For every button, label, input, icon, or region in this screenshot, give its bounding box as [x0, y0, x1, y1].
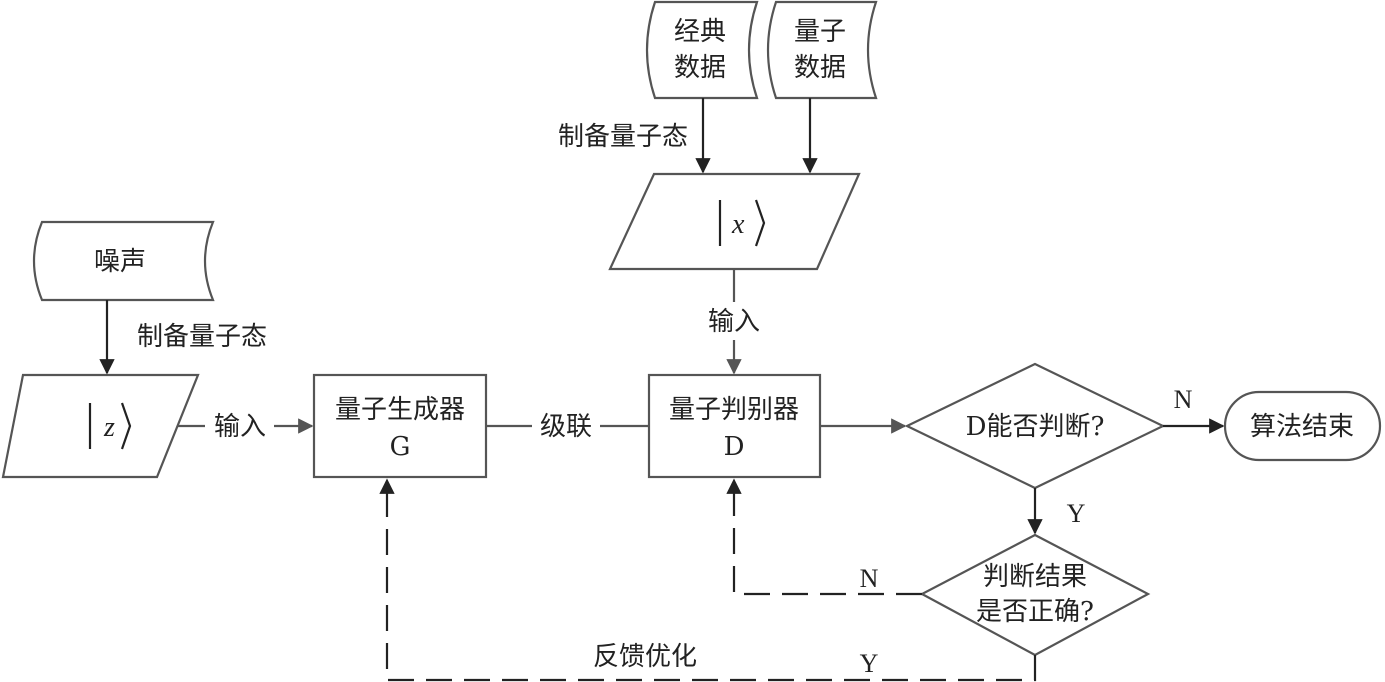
cascade-label: 级联: [540, 412, 592, 442]
decision-correct-node: 判断结果 是否正确?: [919, 533, 1151, 657]
y-down-label: Y: [1067, 499, 1086, 528]
generator-label: 量子生成器: [335, 395, 465, 425]
noise-data-node: 噪声: [32, 220, 215, 302]
input-top-label: 输入: [708, 307, 760, 337]
ket-x-node: x: [608, 172, 861, 271]
n-to-end-label: N: [1174, 385, 1193, 414]
discriminator-label: 量子判别器: [669, 395, 799, 425]
classical-data-label-line1: 经典: [674, 17, 726, 47]
classical-data-node: 经典 数据: [645, 0, 759, 100]
n-back-label: N: [860, 564, 879, 593]
algorithm-end-node: 算法结束: [1223, 390, 1382, 462]
y-back-label: Y: [860, 649, 879, 678]
ket-x-variable: x: [731, 209, 745, 240]
feedback-n-to-discriminator-dashed-arrow: [726, 478, 922, 596]
decision-correct-label-line1: 判断结果: [983, 562, 1087, 592]
discriminator-symbol: D: [724, 432, 745, 462]
quantum-data-node: 量子 数据: [766, 0, 878, 100]
decision-correct-label-line2: 是否正确?: [976, 597, 1094, 627]
quantum-data-label-line1: 量子: [794, 17, 846, 47]
ket-z-variable: z: [103, 412, 115, 443]
prepare-state-left-label: 制备量子态: [137, 322, 267, 352]
quantum-discriminator-node: 量子判别器 D: [647, 373, 822, 479]
prepare-state-top-label: 制备量子态: [558, 122, 688, 152]
decision-can-judge-label: D能否判断?: [966, 412, 1105, 442]
ket-z-node: z: [1, 373, 200, 479]
generator-symbol: G: [390, 432, 411, 462]
feedback-y-to-generator-dashed-arrow: [379, 478, 1037, 682]
classical-data-label-line2: 数据: [674, 53, 726, 83]
quantum-generator-node: 量子生成器 G: [312, 373, 488, 479]
algorithm-end-label: 算法结束: [1250, 412, 1354, 442]
decision-can-judge-node: D能否判断?: [904, 362, 1166, 490]
input-left-label: 输入: [214, 412, 266, 442]
noise-label: 噪声: [94, 247, 146, 277]
feedback-label: 反馈优化: [593, 642, 697, 672]
quantum-data-label-line2: 数据: [794, 53, 846, 83]
